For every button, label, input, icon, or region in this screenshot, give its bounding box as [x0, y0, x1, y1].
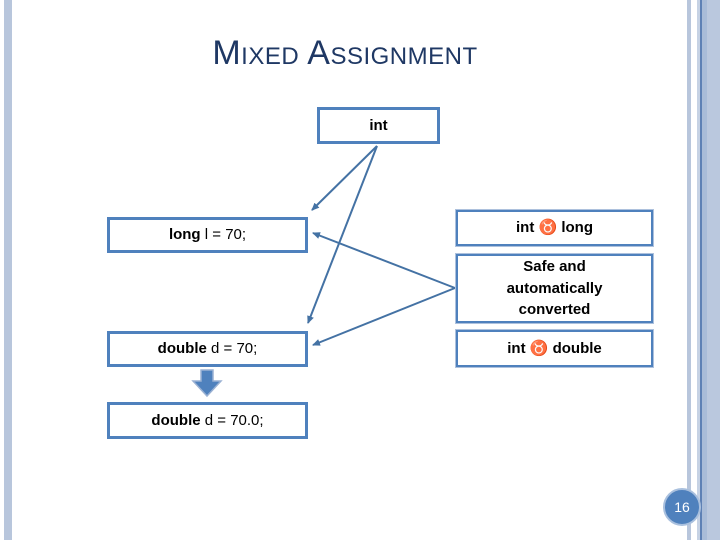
- double-result-label: double d = 70.0;: [151, 411, 264, 429]
- int-to-double-label: int ♉ double: [507, 339, 602, 357]
- connector-int-to-long: [311, 145, 378, 211]
- down-arrow-shape: [191, 369, 223, 398]
- long-statement-label: long l = 70;: [168, 226, 247, 244]
- left-edge-stripe: [4, 0, 12, 540]
- double-statement-box: double d = 70;: [107, 331, 308, 367]
- right-edge-stripe-1: [687, 0, 691, 540]
- connector-safe-to-double: [312, 287, 456, 346]
- right-edge-stripe-4: [702, 0, 707, 540]
- int-type-label: int: [369, 116, 388, 134]
- right-edge-stripe-2: [697, 0, 700, 540]
- slide-title: Mixed Assignment: [212, 34, 478, 72]
- safe-conversion-note-box: Safe and automatically converted: [456, 254, 653, 323]
- connector-safe-to-long: [312, 232, 456, 289]
- page-number: 16: [674, 499, 690, 515]
- long-statement-box: long l = 70;: [107, 217, 308, 253]
- page-number-badge: 16: [663, 488, 701, 526]
- double-result-box: double d = 70.0;: [107, 402, 308, 439]
- int-to-long-box: int ♉ long: [456, 210, 653, 246]
- int-to-long-label: int ♉ long: [516, 219, 593, 237]
- connector-int-to-double: [307, 145, 378, 324]
- int-to-double-box: int ♉ double: [456, 330, 653, 367]
- right-edge-stripe-5: [707, 0, 720, 540]
- double-statement-label: double d = 70;: [157, 340, 258, 358]
- int-type-box: int: [317, 107, 440, 144]
- safe-conversion-note: Safe and automatically converted: [506, 257, 603, 319]
- right-edge-stripe-3: [700, 0, 702, 540]
